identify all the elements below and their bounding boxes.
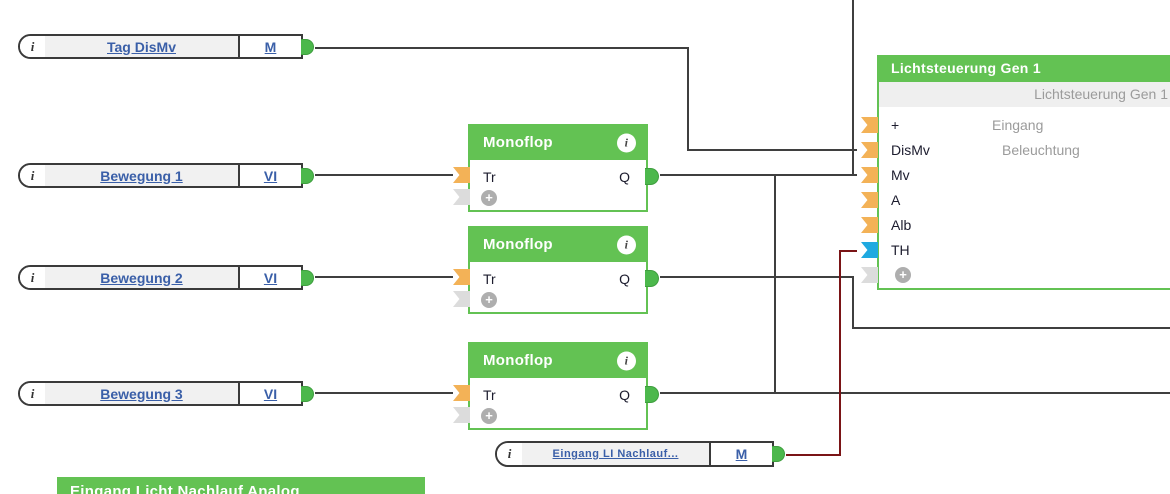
info-icon: i	[20, 36, 45, 57]
output-connector[interactable]	[772, 446, 785, 462]
input-connector-tr[interactable]	[453, 385, 470, 401]
output-connector[interactable]	[301, 167, 314, 184]
output-connector[interactable]	[301, 38, 314, 55]
input-label-tr: Tr	[483, 387, 496, 403]
block-title: Monoflop	[483, 352, 553, 369]
block-header: Monoflop i	[470, 126, 646, 160]
output-connector-q[interactable]	[645, 168, 659, 185]
input-connector-dismv[interactable]	[861, 142, 878, 158]
block-header: Monoflop i	[470, 344, 646, 378]
marker-bewegung-2[interactable]: i Bewegung 2 VI	[18, 265, 314, 290]
info-icon[interactable]: i	[617, 351, 636, 371]
output-connector[interactable]	[301, 269, 314, 286]
block-title: Monoflop	[483, 236, 553, 253]
add-input-icon[interactable]: +	[481, 292, 497, 308]
marker-type-badge: VI	[238, 267, 301, 288]
io-row: Tr Q	[483, 266, 630, 292]
marker-bewegung-3[interactable]: i Bewegung 3 VI	[18, 381, 314, 406]
block-subtitle: Lichtsteuerung Gen 1	[879, 82, 1170, 107]
wire-nachlauf-to-th[interactable]	[786, 250, 857, 456]
block-monoflop-2[interactable]: Monoflop i Tr Q +	[453, 226, 659, 314]
marker-type-badge: VI	[238, 383, 301, 404]
add-input-icon[interactable]: +	[481, 190, 497, 206]
input-label-a: A	[891, 192, 901, 208]
input-connector-spare[interactable]	[453, 189, 470, 205]
input-connector-spare[interactable]	[861, 267, 878, 283]
input-connector-tr[interactable]	[453, 269, 470, 285]
add-input-icon[interactable]: +	[481, 408, 497, 424]
info-icon: i	[497, 443, 522, 465]
input-label-alb: Alb	[891, 217, 912, 233]
marker-label: Eingang LI Nachlauf...	[522, 443, 709, 465]
input-label-tr: Tr	[483, 271, 496, 287]
input-connector-alb[interactable]	[861, 217, 878, 233]
output-label-q: Q	[619, 169, 630, 185]
input-label-plus: +	[891, 117, 900, 133]
block-title: Monoflop	[483, 134, 553, 151]
input-connector-spare[interactable]	[453, 291, 470, 307]
info-icon: i	[20, 165, 45, 186]
input-label-tr: Tr	[483, 169, 496, 185]
block-header: Lichtsteuerung Gen 1	[879, 55, 1170, 82]
info-icon: i	[20, 383, 45, 404]
marker-label: Bewegung 2	[45, 267, 238, 288]
input-connector-a[interactable]	[861, 192, 878, 208]
input-connector-tr[interactable]	[453, 167, 470, 183]
marker-label: Bewegung 3	[45, 383, 238, 404]
add-input-icon[interactable]: +	[895, 267, 911, 283]
info-icon: i	[20, 267, 45, 288]
input-connector-th[interactable]	[861, 242, 878, 258]
block-monoflop-3[interactable]: Monoflop i Tr Q +	[453, 342, 659, 430]
marker-type-badge: VI	[238, 165, 301, 186]
block-eingang-licht-nachlauf[interactable]: Eingang Licht Nachlauf Analog i	[57, 477, 425, 494]
io-row: Tr Q	[483, 164, 630, 190]
block-title: Lichtsteuerung Gen 1	[891, 60, 1041, 76]
block-title: Eingang Licht Nachlauf Analog	[70, 483, 300, 494]
annotation-beleuchtung: Beleuchtung	[1002, 142, 1080, 158]
block-monoflop-1[interactable]: Monoflop i Tr Q +	[453, 124, 659, 212]
marker-label: Bewegung 1	[45, 165, 238, 186]
annotation-eingang: Eingang	[992, 117, 1044, 133]
info-icon[interactable]: i	[617, 235, 636, 255]
output-connector[interactable]	[301, 385, 314, 402]
block-lichtsteuerung-gen1[interactable]: Lichtsteuerung Gen 1 Lichtsteuerung Gen …	[861, 55, 1170, 290]
marker-tag-dismv[interactable]: i Tag DisMv M	[18, 34, 314, 59]
info-icon[interactable]: i	[617, 133, 636, 153]
marker-type-badge: M	[238, 36, 301, 57]
input-connector-plus[interactable]	[861, 117, 878, 133]
input-label-dismv: DisMv	[891, 142, 930, 158]
wire-tagdismv-to-dismv[interactable]	[315, 47, 857, 151]
marker-eingang-li-nachlauf[interactable]: i Eingang LI Nachlauf... M	[495, 441, 785, 467]
output-label-q: Q	[619, 271, 630, 287]
input-label-th: TH	[891, 242, 910, 258]
input-label-mv: Mv	[891, 167, 910, 183]
io-row: Tr Q	[483, 382, 630, 408]
input-connector-spare[interactable]	[453, 407, 470, 423]
input-connector-mv[interactable]	[861, 167, 878, 183]
marker-type-badge: M	[709, 443, 772, 465]
marker-label: Tag DisMv	[45, 36, 238, 57]
wire-q2-to-right[interactable]	[660, 276, 1170, 329]
output-label-q: Q	[619, 387, 630, 403]
output-connector-q[interactable]	[645, 270, 659, 287]
block-header: Monoflop i	[470, 228, 646, 262]
marker-bewegung-1[interactable]: i Bewegung 1 VI	[18, 163, 314, 188]
output-connector-q[interactable]	[645, 386, 659, 403]
